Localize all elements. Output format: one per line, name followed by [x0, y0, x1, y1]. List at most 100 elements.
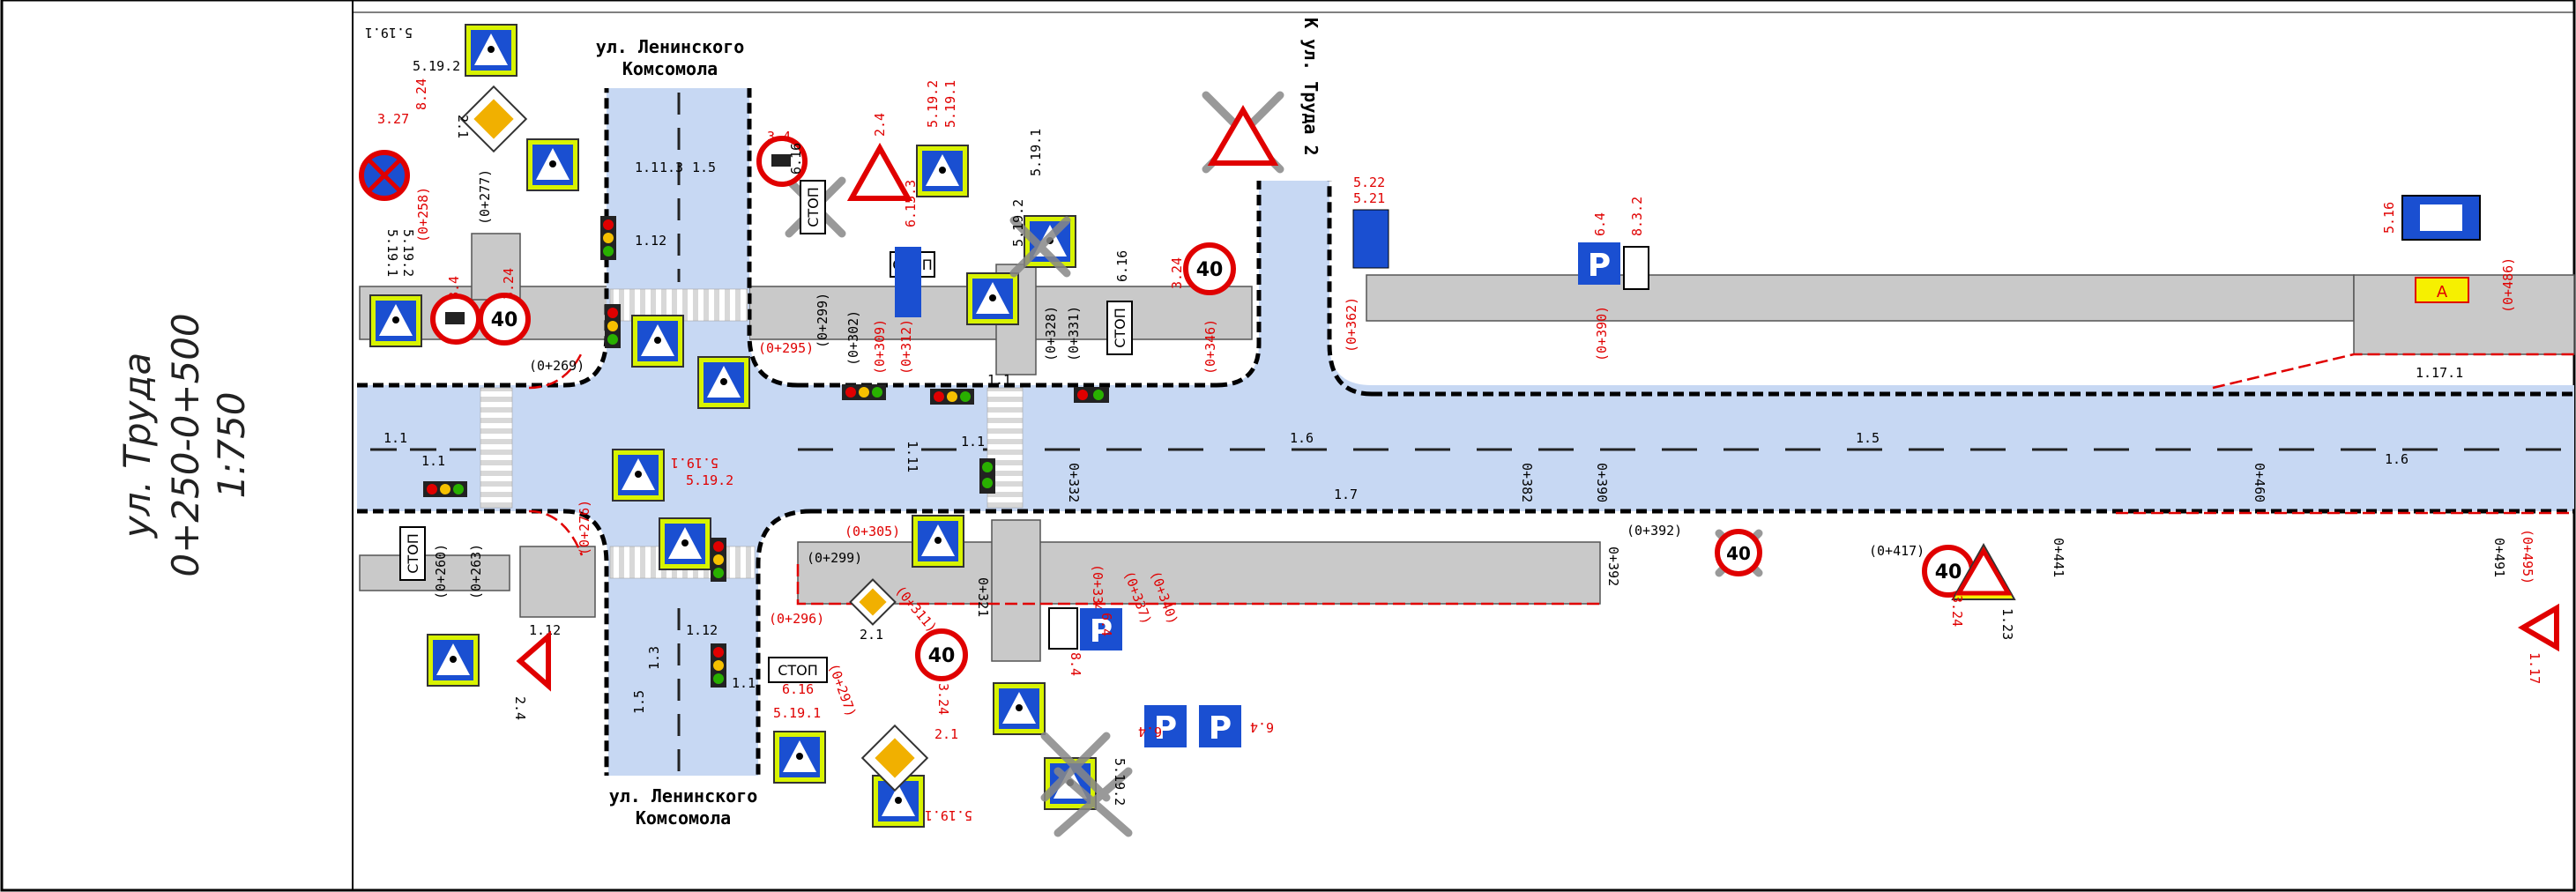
sign-code: 5.19.1	[384, 229, 400, 277]
warning-triangles	[516, 105, 2559, 692]
chainage-label: (0+302)	[845, 310, 861, 366]
give-way-sign-icon	[846, 142, 913, 201]
sign-code: 2.4	[512, 696, 528, 720]
sign-code: 5.19.1	[942, 80, 958, 128]
red-planned-lines	[528, 352, 2574, 606]
title-chainage: 0+250-0+500	[164, 313, 207, 576]
chainage-label: 0+390	[1594, 463, 1610, 502]
sign-code: 5.19.1	[773, 705, 821, 721]
marking-label: 1.7	[1334, 487, 1358, 502]
unevenness-sign-icon	[2518, 603, 2559, 652]
traffic-light-icon	[1074, 387, 1109, 403]
marking-label: 1.12	[635, 233, 666, 249]
sign-code: 8.4	[446, 276, 462, 300]
sign-code: 5.22	[1353, 175, 1385, 190]
svg-text:СТОП: СТОП	[405, 533, 421, 574]
traffic-lights	[423, 216, 1109, 688]
marking-label: 1.11	[905, 441, 920, 472]
chainage-label: (0+392)	[1627, 523, 1682, 539]
no-trucks-signs	[430, 136, 808, 345]
chainage-label: (0+331)	[1066, 306, 1082, 361]
sign-code: 3.24	[935, 683, 951, 715]
sign-code: 3.24	[501, 268, 517, 300]
svg-text:40: 40	[1726, 543, 1751, 564]
sign-code: 5.19.2	[686, 472, 733, 488]
traffic-light-icon	[711, 643, 726, 688]
edge-truda2-e	[1327, 181, 1373, 397]
marking-label: 1.17.1	[2416, 365, 2463, 381]
pedestrian-crossing-sign-icon	[697, 356, 750, 409]
removed-warning-sign-icon	[1207, 105, 1279, 166]
red-curb-sw	[528, 509, 584, 556]
pedestrian-crossing-sign-icon	[612, 449, 665, 502]
chainage-label: 0+332	[1066, 463, 1082, 502]
chainage-label: (0+296)	[769, 611, 824, 627]
parking-plate-icon	[1048, 607, 1078, 650]
chainage-label: (0+390)	[1594, 306, 1610, 361]
street-bottom-line1: ул. Ленинского	[609, 785, 758, 807]
marking-label: 1.1	[635, 160, 659, 175]
marking-label: 1.1	[732, 675, 756, 691]
curb-radius-truda2-e	[1329, 344, 1372, 385]
traffic-light-icon	[979, 458, 995, 494]
give-way-sign-icon	[516, 630, 551, 692]
marking-label: 1.12	[686, 622, 718, 638]
svg-text:P: P	[1090, 613, 1113, 650]
speed-limit-sign-icon: 40	[915, 628, 968, 681]
stop-plate-icon: СТОП	[800, 180, 826, 234]
chainage-label: (0+417)	[1869, 543, 1925, 559]
roads	[357, 88, 2574, 776]
svg-text:40: 40	[1935, 561, 1962, 584]
marking-label: 1.5	[631, 690, 647, 714]
title-block: ул. Труда 0+250-0+500 1:750	[115, 313, 253, 576]
marking-label: 1.3	[659, 160, 683, 175]
parking-signs: P P P P	[1048, 242, 1649, 747]
sign-code: 6.4	[1250, 719, 1274, 735]
marking-label: 1.1	[961, 434, 985, 450]
sidewalk-top-right	[1366, 274, 2355, 322]
removed-sign-cross-icon	[1053, 767, 1133, 837]
svg-text:40: 40	[928, 645, 956, 667]
svg-text:СТОП: СТОП	[778, 662, 818, 679]
chainage-label: (0+295)	[758, 340, 814, 356]
parking-sign-icon: P	[1080, 608, 1122, 650]
street-top-line2: Комсомола	[622, 58, 718, 79]
bus-sign-inner-icon	[2420, 204, 2462, 231]
street-bottom-line2: Комсомола	[636, 807, 731, 829]
svg-text:P: P	[1209, 710, 1232, 747]
sign-code: 3.27	[377, 111, 409, 127]
edge-south-e	[756, 509, 812, 776]
sign-code: 6.4	[1098, 613, 1114, 636]
chainage-label: 0+321	[975, 577, 991, 617]
sign-code: 5.19.1	[671, 455, 718, 471]
marking-label: 1.1	[421, 453, 445, 469]
traffic-light-icon	[930, 389, 974, 405]
svg-text:СТОП: СТОП	[805, 187, 822, 227]
marking-label: 1.5	[1856, 430, 1880, 446]
sign-code: 5.19.2	[1112, 758, 1128, 806]
marking-label: 1.6	[2385, 451, 2408, 467]
marking-label: 1.1	[383, 430, 407, 446]
traffic-light-icon	[600, 216, 616, 260]
svg-text:40: 40	[1196, 259, 1224, 281]
sign-code: 2.1	[934, 726, 958, 742]
bus-zone-plate-icon	[2415, 277, 2469, 303]
traffic-light-icon	[842, 384, 886, 400]
sign-code: 5.16	[2381, 202, 2397, 234]
sign-code: 8.3.2	[1629, 197, 1645, 236]
pedestrian-crossing-sign-icon	[465, 24, 517, 77]
parking-sign-icon: P	[1578, 242, 1620, 285]
removed-sign-cross-icon	[1040, 732, 1111, 802]
pedestrian-crossing-sign-icon	[659, 517, 711, 570]
sign-code: 6.4	[1138, 724, 1162, 740]
chainage-label: (0+305)	[845, 524, 900, 539]
priority-road-signs	[459, 85, 929, 792]
bus-zone-letter: A	[2437, 283, 2448, 301]
title-scale: 1:750	[210, 391, 253, 498]
chainage-label: (0+328)	[1043, 306, 1059, 361]
sign-code: 6.15.3	[903, 180, 919, 227]
traffic-light-icon	[423, 481, 467, 497]
chainage-label: (0+269)	[529, 358, 584, 374]
chainage-label: (0+263)	[468, 544, 484, 599]
